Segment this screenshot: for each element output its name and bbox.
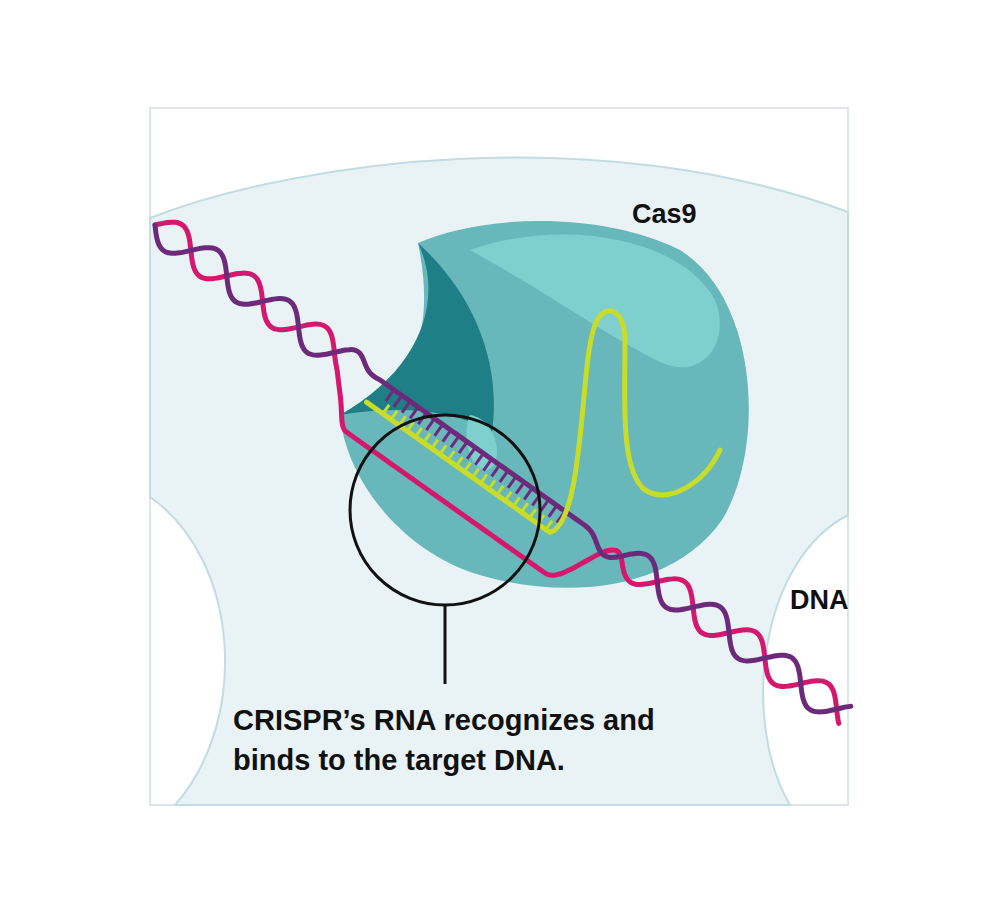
base-pair (394, 397, 401, 407)
base-pair (410, 409, 417, 419)
guide-rna (366, 311, 720, 533)
base-pair (426, 420, 433, 430)
callout-circle (350, 415, 540, 605)
base-pair (386, 391, 393, 401)
base-pair (435, 426, 442, 436)
base-pair (549, 507, 556, 517)
dna-strand (155, 222, 839, 723)
part-label: Cas9 (632, 196, 752, 233)
base-pair (459, 443, 466, 453)
base-pair (483, 461, 490, 471)
base-pair (402, 403, 409, 413)
base-pair (516, 484, 523, 494)
cas9-protein (340, 221, 749, 588)
dna-helix (155, 222, 851, 723)
cell-body (150, 157, 848, 805)
base-pair (508, 478, 515, 488)
base-pair (492, 467, 499, 477)
base-pair (451, 438, 458, 448)
base-pair (524, 490, 531, 500)
base-pair (475, 455, 482, 465)
leader-line (444, 605, 447, 684)
base-pair (500, 472, 507, 482)
dna-strand (155, 225, 851, 712)
callout-note: CRISPR’s RNA recognizes and binds to the… (233, 700, 673, 780)
frame (150, 108, 848, 805)
base-pair (467, 449, 474, 459)
part-label: DNA (790, 582, 890, 619)
cas9-highlight (470, 235, 720, 368)
base-pair (443, 432, 450, 442)
base-pair (541, 501, 548, 511)
